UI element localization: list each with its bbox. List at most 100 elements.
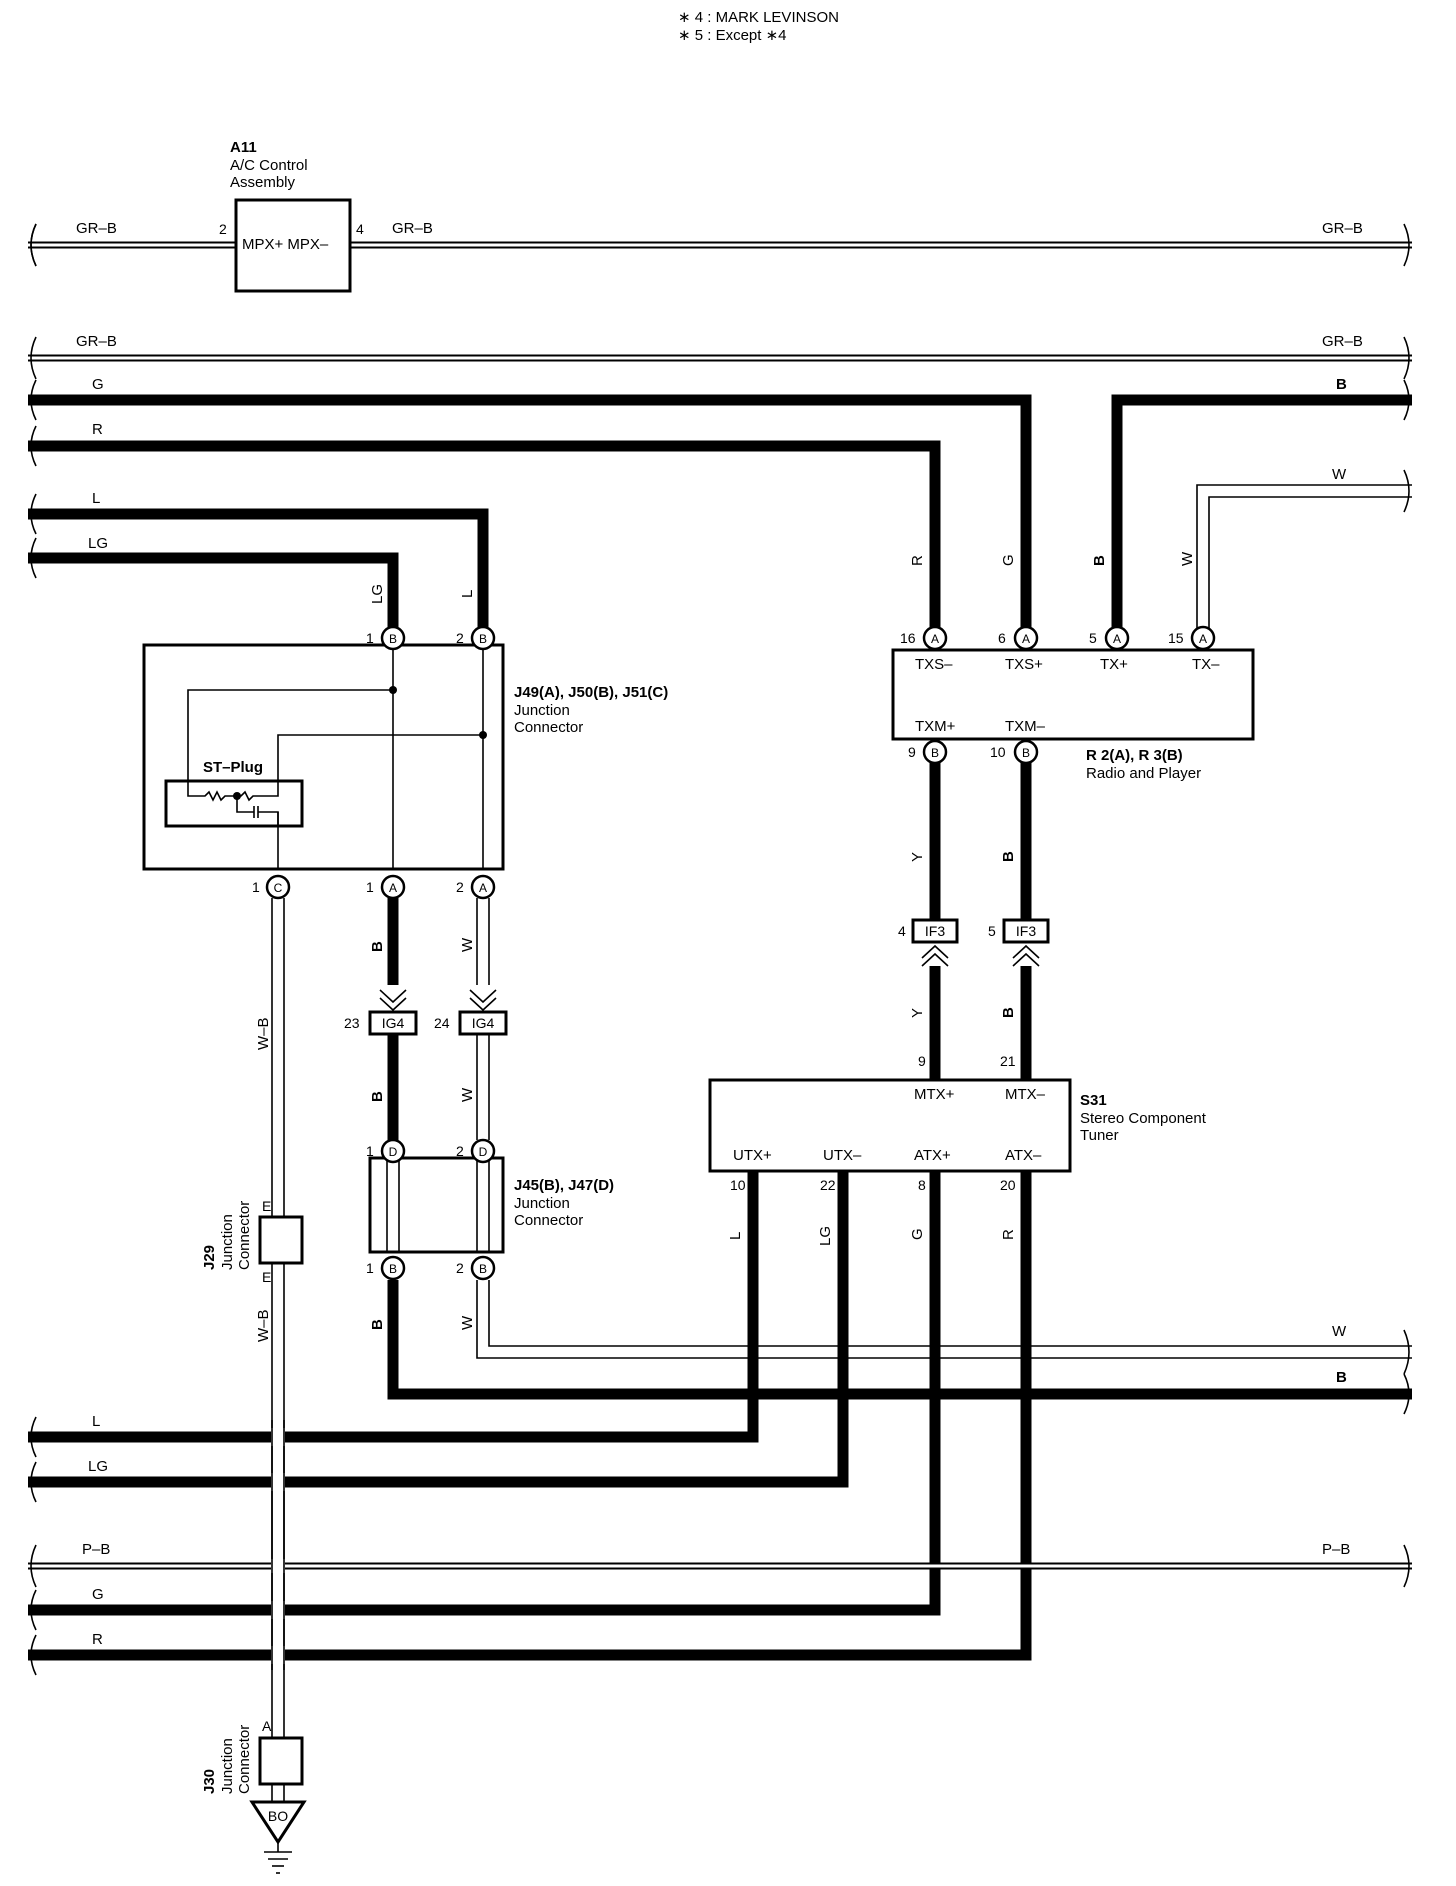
a11-pin-4: 4: [356, 221, 364, 237]
svg-text:Connector: Connector: [236, 1201, 253, 1270]
wire-w-j49-ig4: [476, 898, 490, 985]
wire-label-gr-b: GR–B: [1322, 333, 1363, 350]
s31-pin-10: 10: [730, 1177, 746, 1193]
svg-text:A: A: [1199, 632, 1207, 646]
wire-label-b: B: [1000, 851, 1017, 862]
j49-pin-bottom-a1: A 1: [366, 874, 406, 900]
svg-text:B: B: [479, 1262, 487, 1276]
j30-pin-top: A: [262, 1718, 272, 1734]
svg-text:1: 1: [252, 879, 260, 895]
a11-terminals: MPX+ MPX–: [242, 236, 329, 253]
svg-text:5: 5: [988, 923, 996, 939]
r2-pin-16: A 16: [900, 625, 948, 651]
wire-label-w-b: W–B: [255, 1017, 272, 1050]
component-j30: A J30 Junction Connector: [201, 1718, 304, 1794]
r2-terminal-txm-plus: TXM+: [915, 718, 956, 735]
j49-pin-top-2: B 2: [456, 625, 496, 651]
wire-w-top: [1196, 484, 1412, 628]
j49-id: J49(A), J50(B), J51(C): [514, 684, 668, 701]
svg-text:J30: J30: [201, 1769, 218, 1794]
svg-text:Connector: Connector: [236, 1725, 253, 1794]
connector-if3-4: IF3 4: [898, 918, 959, 944]
wire-label-b: B: [369, 1319, 386, 1330]
st-plug: [164, 779, 304, 828]
s31-terminal-mtx-minus: MTX–: [1005, 1086, 1046, 1103]
wire-label-g: G: [1000, 554, 1017, 566]
component-a11: MPX+ MPX– 2 4 A11 A/C Control Assembly: [219, 139, 364, 293]
wire-label-gr-b: GR–B: [76, 220, 117, 237]
s31-terminal-atx-plus: ATX+: [914, 1147, 951, 1164]
j49-pin-bottom-a2: A 2: [456, 874, 496, 900]
wire-l-j49: [28, 508, 489, 628]
svg-text:1: 1: [366, 1143, 374, 1159]
component-s31: 9 21 MTX+ MTX– UTX+ UTX– ATX+ ATX– S31 S…: [708, 1053, 1207, 1193]
wire-label-b: B: [1091, 555, 1108, 566]
wire-label-w: W: [459, 937, 476, 952]
wire-r-top: [28, 440, 941, 628]
r2-terminal-tx-plus: TX+: [1100, 656, 1128, 673]
svg-text:9: 9: [908, 744, 916, 760]
r2-terminal-txm-minus: TXM–: [1005, 718, 1046, 735]
s31-pin-8: 8: [918, 1177, 926, 1193]
svg-text:IG4: IG4: [382, 1015, 405, 1031]
svg-text:2: 2: [456, 1260, 464, 1276]
svg-text:A: A: [931, 632, 939, 646]
svg-text:D: D: [479, 1145, 488, 1159]
wire-label-l: L: [459, 590, 476, 598]
wire-label-b: B: [369, 941, 386, 952]
r2-terminal-txs-minus: TXS–: [915, 656, 953, 673]
s31-name-line2: Tuner: [1080, 1127, 1119, 1144]
svg-text:BO: BO: [268, 1808, 288, 1824]
wire-label-l: L: [727, 1232, 744, 1240]
svg-text:15: 15: [1168, 630, 1184, 646]
j49-pin-bottom-c1: C 1: [252, 874, 291, 900]
j49-name-line2: Connector: [514, 719, 583, 736]
r2-name: Radio and Player: [1086, 765, 1201, 782]
wire-label-b: B: [1000, 1007, 1017, 1018]
svg-text:A: A: [479, 881, 487, 895]
a11-name-line2: Assembly: [230, 174, 296, 191]
wire-b-j45-right: [387, 1280, 1412, 1400]
wire-label-lg: LG: [817, 1226, 834, 1246]
wire-label-r: R: [92, 1631, 103, 1648]
s31-terminal-atx-minus: ATX–: [1005, 1147, 1042, 1164]
svg-text:A: A: [389, 881, 397, 895]
wire-r-s31: [28, 1171, 1032, 1661]
wire-label-l: L: [92, 490, 100, 507]
svg-text:2: 2: [456, 630, 464, 646]
r2-terminal-tx-minus: TX–: [1192, 656, 1220, 673]
note-mark-levinson: ∗ 4 : MARK LEVINSON: [678, 9, 839, 26]
wire-label-gr-b: GR–B: [76, 333, 117, 350]
svg-text:B: B: [931, 746, 939, 760]
wire-g-top: [28, 394, 1032, 628]
wire-label-b: B: [369, 1091, 386, 1102]
j49-name-line1: Junction: [514, 702, 570, 719]
s31-pin-22: 22: [820, 1177, 836, 1193]
component-j29: E E J29 Junction Connector: [201, 1198, 304, 1285]
wire-label-r: R: [1000, 1229, 1017, 1240]
svg-text:D: D: [389, 1145, 398, 1159]
svg-text:IF3: IF3: [1016, 923, 1036, 939]
wire-label-r: R: [92, 421, 103, 438]
wire-label-w: W: [459, 1315, 476, 1330]
j45-name-line2: Connector: [514, 1212, 583, 1229]
s31-pin-9: 9: [918, 1053, 926, 1069]
wire-label-g: G: [92, 376, 104, 393]
wire-label-lg: LG: [88, 535, 108, 552]
wire-label-p-b: P–B: [1322, 1541, 1350, 1558]
wire-label-w-b: W–B: [255, 1309, 272, 1342]
svg-text:5: 5: [1089, 630, 1097, 646]
svg-text:IG4: IG4: [472, 1015, 495, 1031]
wire-l-s31: [28, 1171, 759, 1443]
wire-lg-s31: [28, 1171, 849, 1488]
svg-text:10: 10: [990, 744, 1006, 760]
r2-pin-5: A 5: [1089, 625, 1130, 651]
j45-pin-top-2: D 2: [456, 1138, 496, 1164]
wire-label-g: G: [909, 1228, 926, 1240]
svg-text:6: 6: [998, 630, 1006, 646]
svg-text:Junction: Junction: [219, 1214, 236, 1270]
svg-text:4: 4: [898, 923, 906, 939]
svg-text:1: 1: [366, 879, 374, 895]
svg-text:16: 16: [900, 630, 916, 646]
